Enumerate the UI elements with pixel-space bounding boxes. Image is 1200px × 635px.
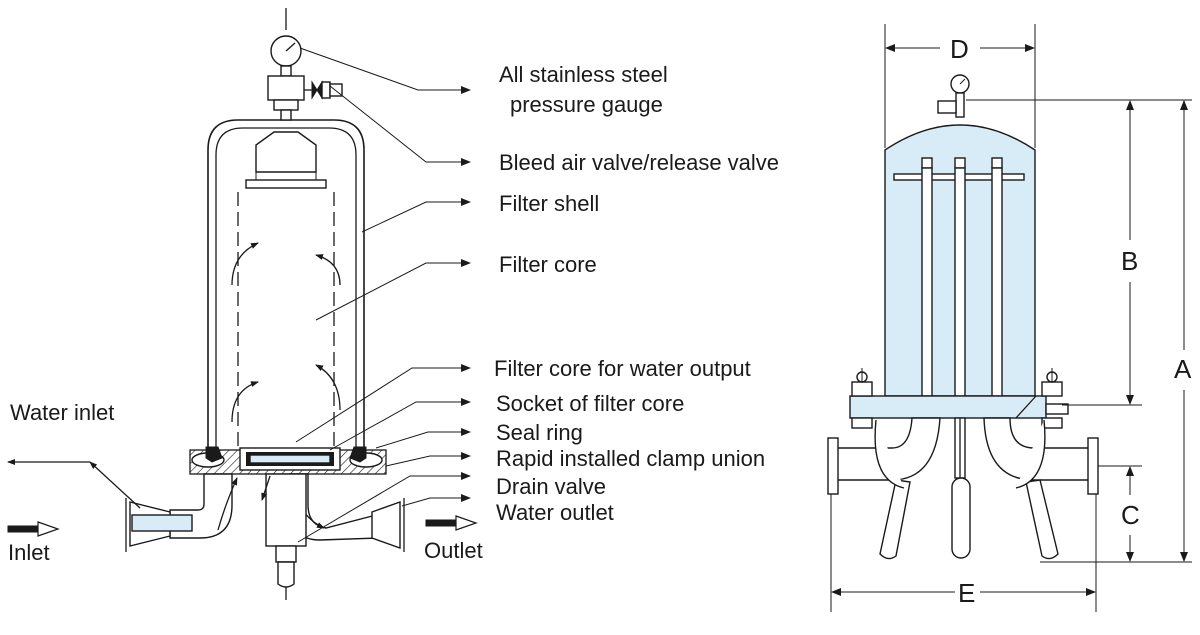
dimension-d-label: D	[950, 34, 969, 64]
label-core-socket: Socket of filter core	[496, 391, 684, 416]
bleed-valve-icon	[311, 80, 323, 100]
label-clamp-union: Rapid installed clamp union	[496, 446, 765, 471]
core-top-cap	[255, 131, 317, 173]
housing-gauge-stem	[955, 92, 965, 118]
leg-left	[879, 479, 911, 560]
label-outlet: Outlet	[424, 538, 483, 563]
leader-outlet	[401, 494, 471, 507]
housing-valve	[937, 100, 957, 114]
label-water-outlet: Water outlet	[496, 500, 614, 525]
housing-drain	[951, 477, 971, 559]
inlet-arrow-icon	[37, 521, 60, 537]
dimension-e-label: E	[958, 578, 975, 608]
core-top-plate	[245, 179, 327, 189]
drain-valve-body	[265, 473, 307, 547]
label-core-output: Filter core for water output	[494, 356, 751, 381]
inlet-flow-arrow	[217, 477, 238, 531]
outlet-flange	[1087, 437, 1099, 495]
gauge-needle	[285, 42, 296, 52]
label-water-inlet: Water inlet	[10, 400, 114, 425]
leader-shell	[361, 198, 471, 233]
leg-right	[1025, 479, 1059, 560]
leader-core	[315, 259, 471, 321]
clamp-bolt-left	[851, 381, 873, 397]
drain-valve-stem	[275, 545, 297, 563]
label-drain-valve: Drain valve	[496, 474, 606, 499]
leader-bleed	[329, 85, 471, 166]
housing-base-flange	[849, 395, 1047, 419]
label-seal-ring: Seal ring	[496, 420, 583, 445]
outlet-indicator-bar	[425, 519, 457, 527]
leader-clamp	[385, 452, 471, 467]
outlet-clamp-end	[371, 501, 401, 549]
leader-lines	[295, 47, 471, 543]
label-gauge-line1: All stainless steel	[499, 62, 668, 87]
label-filter-shell: Filter shell	[499, 191, 599, 216]
dimension-c-label: C	[1121, 500, 1140, 530]
gauge-stem	[280, 65, 292, 77]
seal-ring-icon	[205, 446, 223, 463]
gauge-base	[273, 99, 299, 111]
gauge-body	[267, 75, 305, 101]
label-bleed-valve: Bleed air valve/release valve	[499, 150, 779, 175]
valve-cap	[321, 81, 331, 99]
dimension-view: D A B C E	[827, 24, 1192, 612]
inlet-indicator-bar	[7, 525, 39, 533]
outlet-arrow-icon	[455, 515, 478, 531]
flow-arrow	[315, 254, 341, 286]
drain-valve-icon	[277, 561, 295, 588]
flow-arrow	[231, 242, 259, 286]
dimension-b-label: B	[1121, 246, 1138, 276]
leader-drain	[297, 472, 471, 543]
label-inlet: Inlet	[8, 540, 50, 565]
flow-arrow	[315, 364, 341, 411]
dimension-a-label: A	[1174, 354, 1192, 384]
leader-gauge	[299, 47, 471, 94]
leader-socket	[329, 398, 471, 451]
flow-arrow	[231, 381, 259, 423]
gauge-neck	[280, 109, 292, 121]
label-filter-core: Filter core	[499, 252, 597, 277]
inlet-flange	[827, 437, 839, 495]
leader-core-output	[295, 364, 471, 443]
housing-inlet-pipe	[835, 417, 941, 481]
clamp-bolt-right	[1041, 381, 1063, 397]
label-gauge-line2: pressure gauge	[510, 92, 663, 117]
leader-seal	[375, 428, 471, 449]
core-output-channel	[249, 454, 331, 464]
inlet-bore	[131, 514, 193, 532]
dimension-lines	[830, 24, 1192, 612]
section-view: All stainless steel pressure gauge Bleed…	[7, 8, 779, 608]
